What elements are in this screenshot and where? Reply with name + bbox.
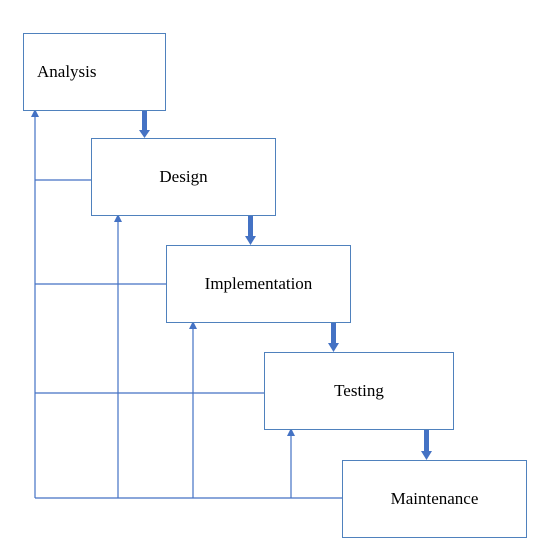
forward-arrow-design-implementation — [245, 216, 256, 245]
stage-label-testing: Testing — [334, 381, 384, 400]
forward-arrow-implementation-testing — [328, 323, 339, 352]
stage-box-maintenance: Maintenance — [342, 460, 527, 538]
stage-box-analysis: Analysis — [23, 33, 166, 111]
stage-box-design: Design — [91, 138, 276, 216]
forward-arrow-analysis-design — [139, 111, 150, 138]
stage-label-design: Design — [159, 167, 208, 186]
stage-label-implementation: Implementation — [204, 274, 313, 293]
forward-arrow-testing-maintenance — [421, 430, 432, 460]
stage-box-implementation: Implementation — [166, 245, 351, 323]
stage-box-testing: Testing — [264, 352, 454, 430]
stage-label-maintenance: Maintenance — [390, 489, 479, 508]
stage-label-analysis: Analysis — [37, 62, 97, 81]
